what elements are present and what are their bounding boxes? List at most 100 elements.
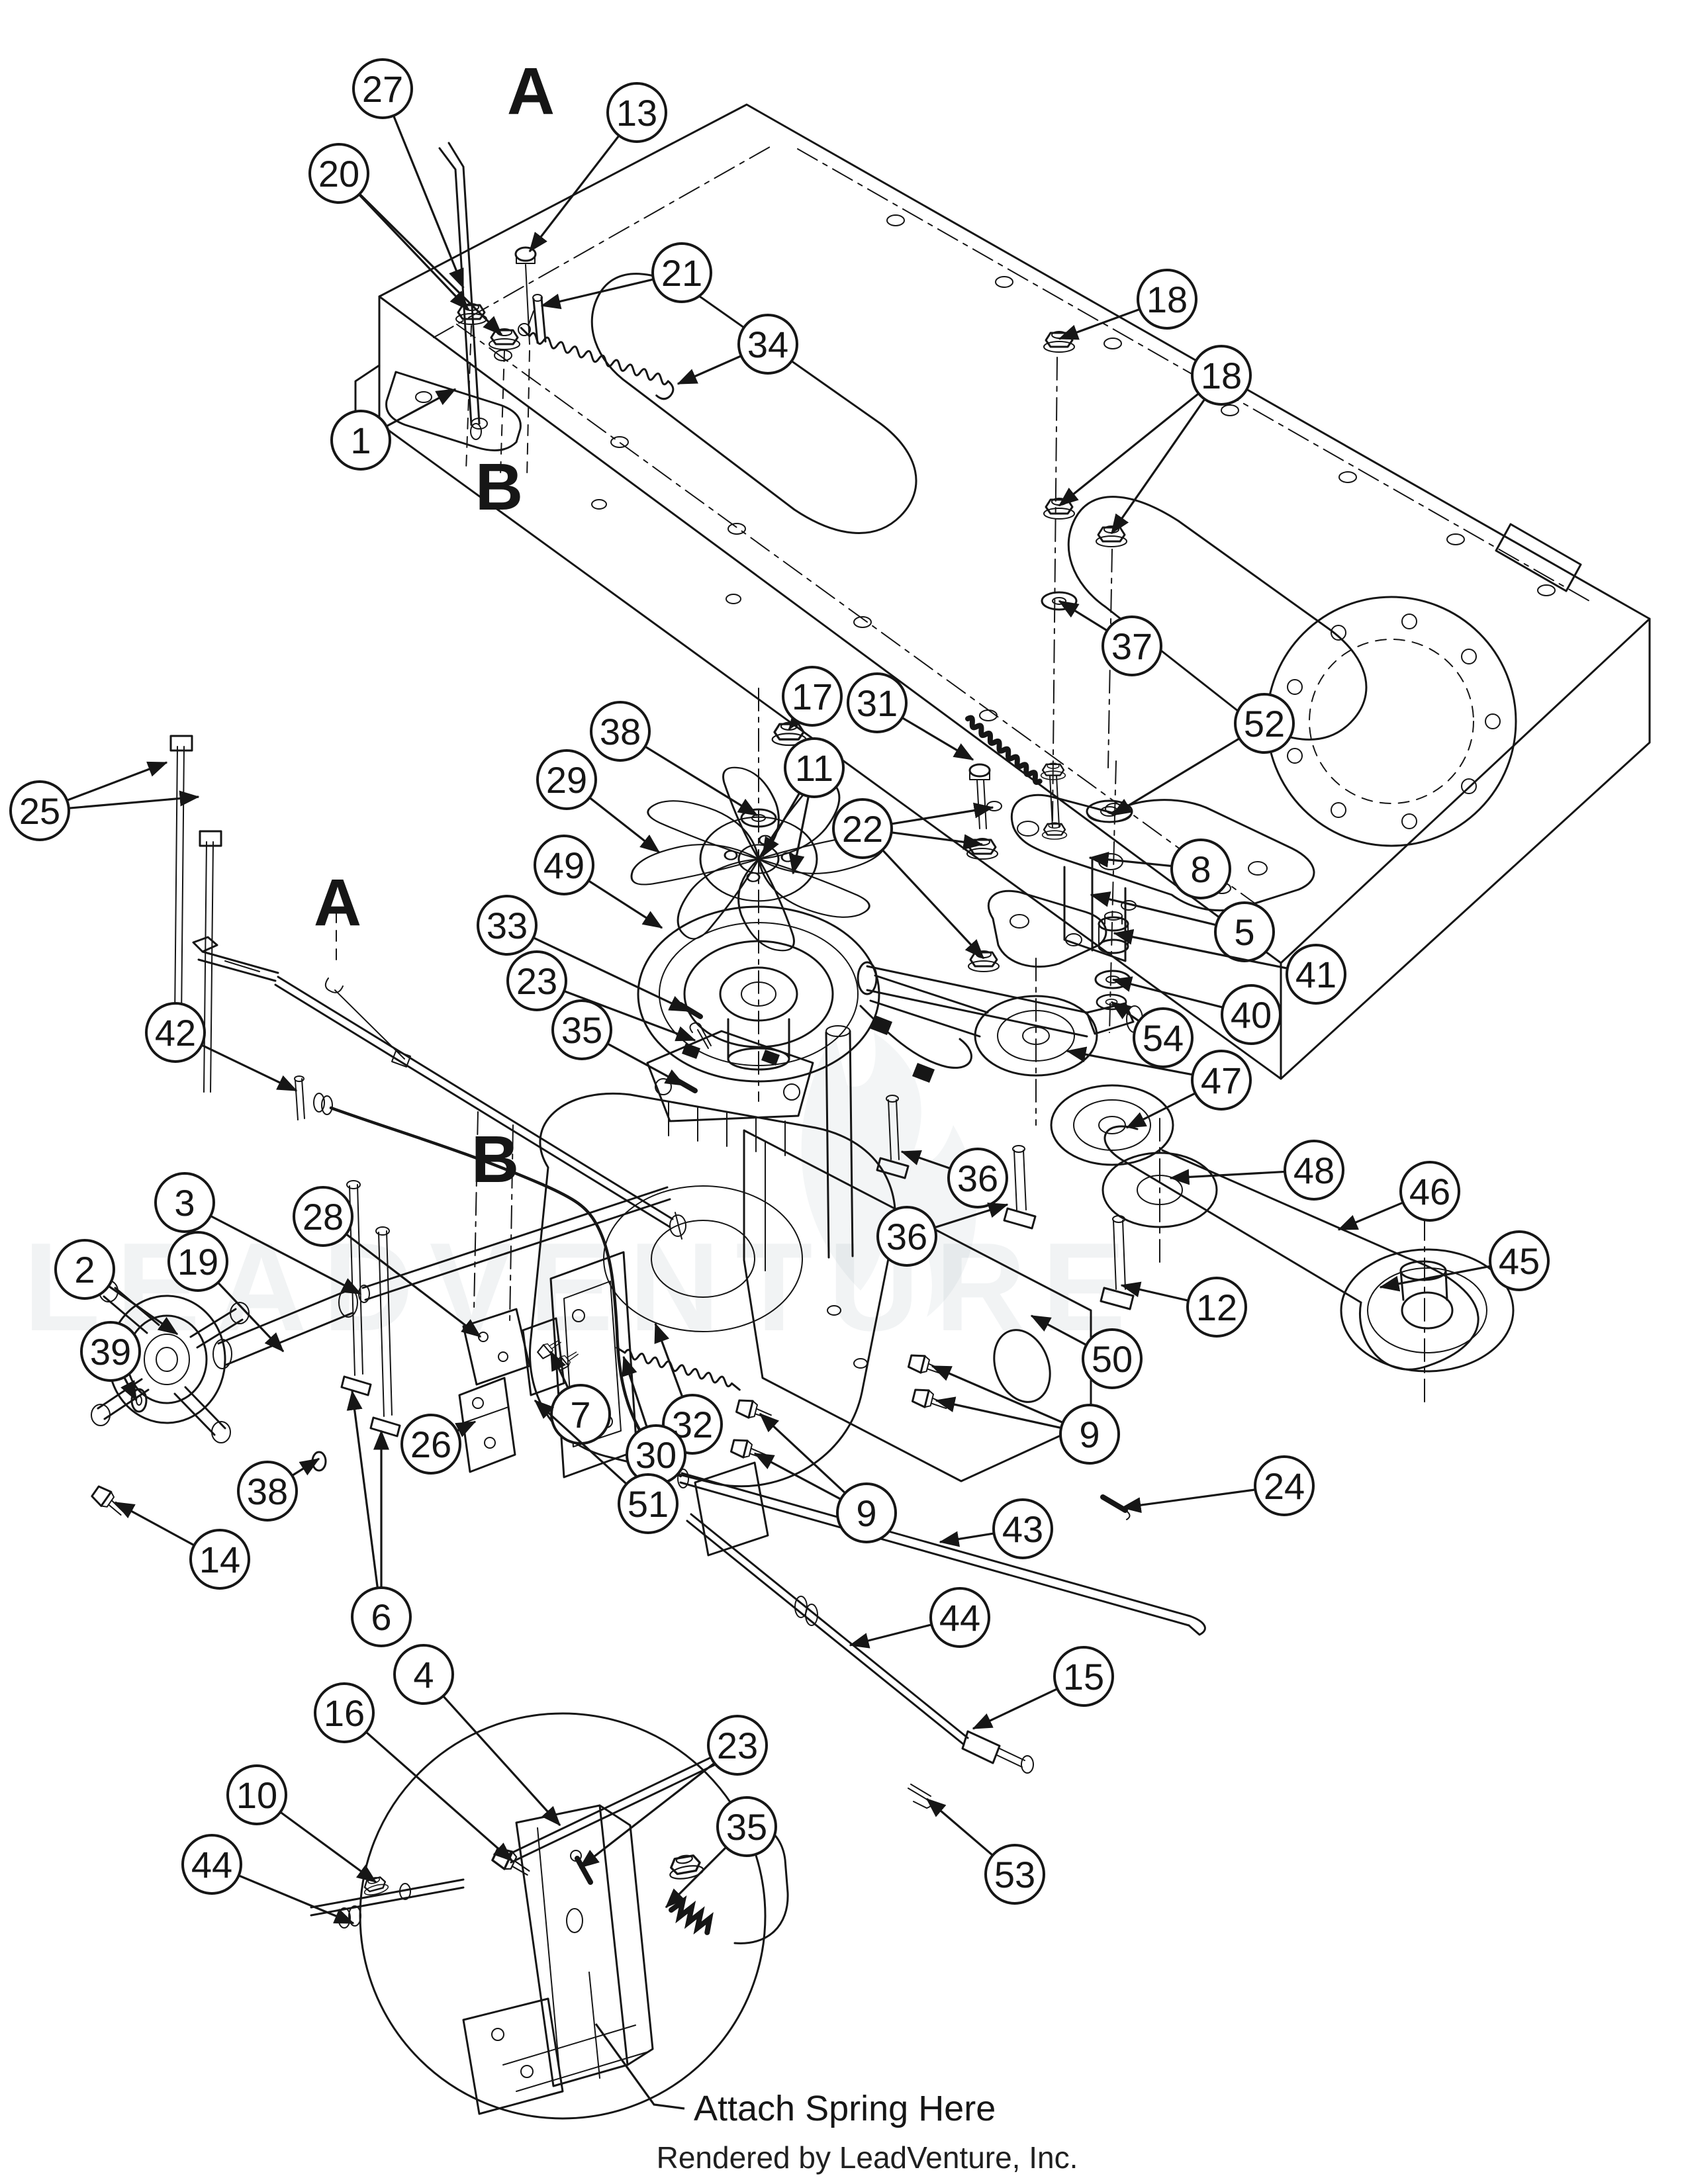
callout-53: 53	[925, 1797, 1045, 1905]
leader-line	[1113, 929, 1288, 970]
rod-44	[686, 1513, 969, 1746]
callout-22: 22	[832, 798, 994, 960]
callout-balloon	[1133, 1007, 1194, 1068]
leader-line	[788, 796, 810, 875]
callout-number: 38	[600, 711, 641, 752]
callout-balloon	[876, 1206, 937, 1267]
callout-number: 34	[747, 324, 788, 365]
reference-letter-B: B	[475, 450, 523, 524]
leader-line	[1111, 976, 1223, 1009]
callout-balloon	[1170, 839, 1231, 899]
leader-line	[1121, 1488, 1256, 1514]
callout-number: 39	[90, 1331, 131, 1373]
callout-number: 4	[413, 1654, 434, 1696]
callout-34: 34	[677, 314, 798, 385]
leader-line	[201, 1044, 298, 1092]
bolt-9c	[735, 1396, 774, 1424]
leader-line	[588, 796, 661, 854]
callout-number: 16	[324, 1692, 365, 1734]
callout-balloon	[1186, 1277, 1247, 1338]
callout-15: 15	[972, 1646, 1114, 1730]
callout-number: 12	[1196, 1287, 1237, 1328]
callout-number: 51	[628, 1483, 669, 1525]
callout-40: 40	[1111, 976, 1282, 1045]
callout-17: 17	[782, 666, 843, 731]
callout-balloon	[1286, 944, 1346, 1005]
leader-line	[931, 1365, 1064, 1424]
leader-line	[891, 831, 984, 850]
leader-line	[665, 1846, 727, 1909]
callout-number: 49	[543, 844, 585, 886]
callout-balloon	[1102, 615, 1162, 676]
cotter-pin-23	[689, 1022, 712, 1049]
leader-line	[534, 1399, 628, 1485]
leader-line	[891, 802, 994, 825]
leader-line	[972, 1688, 1058, 1730]
callout-36: 36	[900, 1148, 1008, 1208]
leader-line	[622, 1355, 648, 1428]
callout-number: 25	[19, 790, 60, 832]
callout-number: 23	[516, 960, 557, 1002]
callout-24: 24	[1121, 1455, 1315, 1516]
callout-balloon	[1254, 1455, 1315, 1516]
callout-29: 29	[536, 749, 661, 854]
leader-line	[108, 1285, 179, 1336]
leader-line	[540, 278, 654, 310]
callout-23: 23	[579, 1715, 768, 1869]
callout-balloon	[984, 1844, 1045, 1905]
clip-53	[908, 1784, 932, 1809]
callout-number: 2	[74, 1249, 95, 1291]
belt-upper	[869, 974, 989, 1038]
rod-43	[679, 1472, 1192, 1627]
leader-line	[279, 1811, 377, 1884]
leader-line	[588, 880, 663, 929]
leader-line	[925, 1797, 994, 1856]
leader-line	[393, 115, 465, 289]
callout-number: 6	[371, 1596, 391, 1638]
callout-balloon	[551, 999, 612, 1060]
callout-balloon	[606, 82, 667, 143]
callout-balloon	[506, 950, 567, 1011]
callout-44: 44	[181, 1834, 355, 1925]
callout-balloon	[314, 1682, 375, 1743]
callout-number: 46	[1409, 1171, 1450, 1212]
axle-shaft-3	[361, 1186, 671, 1301]
callout-balloon	[226, 1764, 287, 1825]
callout-number: 13	[616, 92, 657, 134]
bracket-5	[987, 889, 1107, 968]
idler-pulley-47b	[1050, 1084, 1174, 1166]
pulley-45	[1340, 1248, 1515, 1373]
nut-22-lower	[967, 950, 1000, 973]
belt-46	[1120, 1149, 1407, 1304]
leader-line	[345, 1233, 482, 1338]
callout-30: 30	[622, 1355, 686, 1485]
leader-line	[761, 792, 801, 858]
callout-35: 35	[551, 999, 686, 1087]
bracket-28	[462, 1308, 531, 1386]
leader-line	[66, 761, 168, 801]
callout-number: 27	[362, 68, 403, 110]
bolt-13	[514, 246, 537, 262]
spring-31	[965, 715, 1043, 785]
leader-line	[902, 717, 974, 761]
fuel-line-42	[295, 1078, 305, 1120]
callout-balloon	[54, 1239, 115, 1300]
callout-balloon	[9, 780, 70, 841]
callout-41: 41	[1113, 929, 1346, 1005]
leader-line	[1030, 1314, 1087, 1346]
callout-balloon	[707, 1715, 768, 1776]
callout-42: 42	[145, 1002, 298, 1092]
callout-number: 22	[842, 808, 883, 850]
leader-line	[935, 1396, 1062, 1430]
callout-balloon	[1137, 269, 1197, 330]
reference-letter-A: A	[314, 866, 361, 940]
leader-line	[238, 1874, 355, 1925]
nut-detail	[666, 1852, 706, 1882]
callout-27: 27	[352, 58, 465, 289]
callout-number: 50	[1092, 1338, 1133, 1380]
callout-balloon	[1059, 1404, 1120, 1465]
callout-number: 37	[1111, 625, 1152, 667]
leader-line	[1058, 308, 1141, 340]
callout-6: 6	[346, 1390, 412, 1647]
